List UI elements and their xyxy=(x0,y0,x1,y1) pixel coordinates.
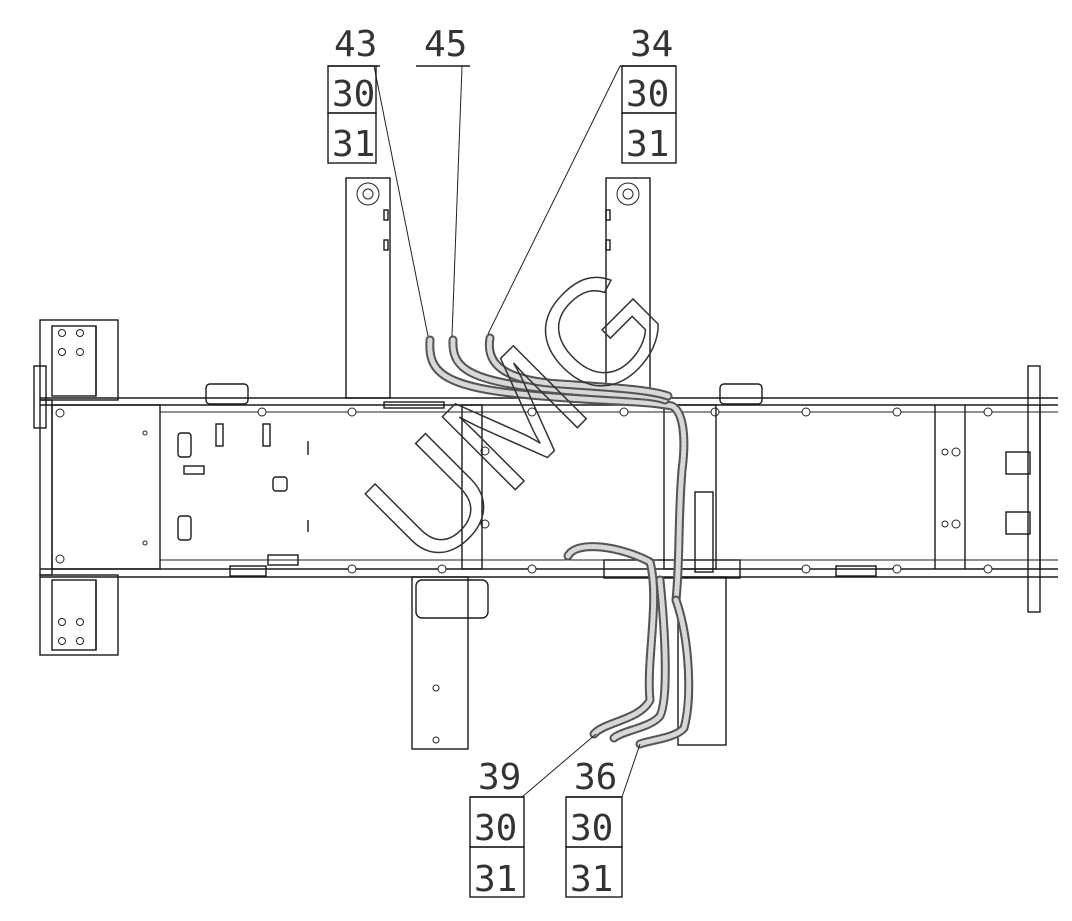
callout-bottom-left: 39 30 31 xyxy=(469,757,525,900)
left-end-plate xyxy=(33,319,119,656)
callout-label: 31 xyxy=(626,124,669,165)
upper-posts xyxy=(345,177,651,399)
leader-lines xyxy=(373,65,641,798)
lower-posts xyxy=(411,404,741,750)
main-beam xyxy=(40,365,1058,613)
watermark: UMG xyxy=(333,231,701,599)
callout-label: 31 xyxy=(332,124,375,165)
callout-label: 30 xyxy=(626,74,669,115)
callout-bottom-right: 36 30 31 xyxy=(565,757,623,900)
callout-label: 45 xyxy=(424,24,467,65)
callout-label: 31 xyxy=(570,859,613,900)
callout-label: 30 xyxy=(474,808,517,849)
callout-label: 39 xyxy=(478,757,521,798)
hoses-top xyxy=(425,333,689,605)
callout-top-right: 34 30 31 xyxy=(620,24,677,165)
beam-details xyxy=(55,383,993,577)
watermark-text: UMG xyxy=(334,231,700,597)
callout-top-mid: 45 xyxy=(416,24,470,67)
callout-label: 34 xyxy=(630,24,673,65)
callout-label: 30 xyxy=(570,808,613,849)
callout-top-left: 43 30 31 xyxy=(327,24,380,165)
callout-label: 36 xyxy=(574,757,617,798)
callout-label: 30 xyxy=(332,74,375,115)
hoses-bottom xyxy=(563,542,694,749)
callout-label: 43 xyxy=(334,24,377,65)
callout-label: 31 xyxy=(474,859,517,900)
